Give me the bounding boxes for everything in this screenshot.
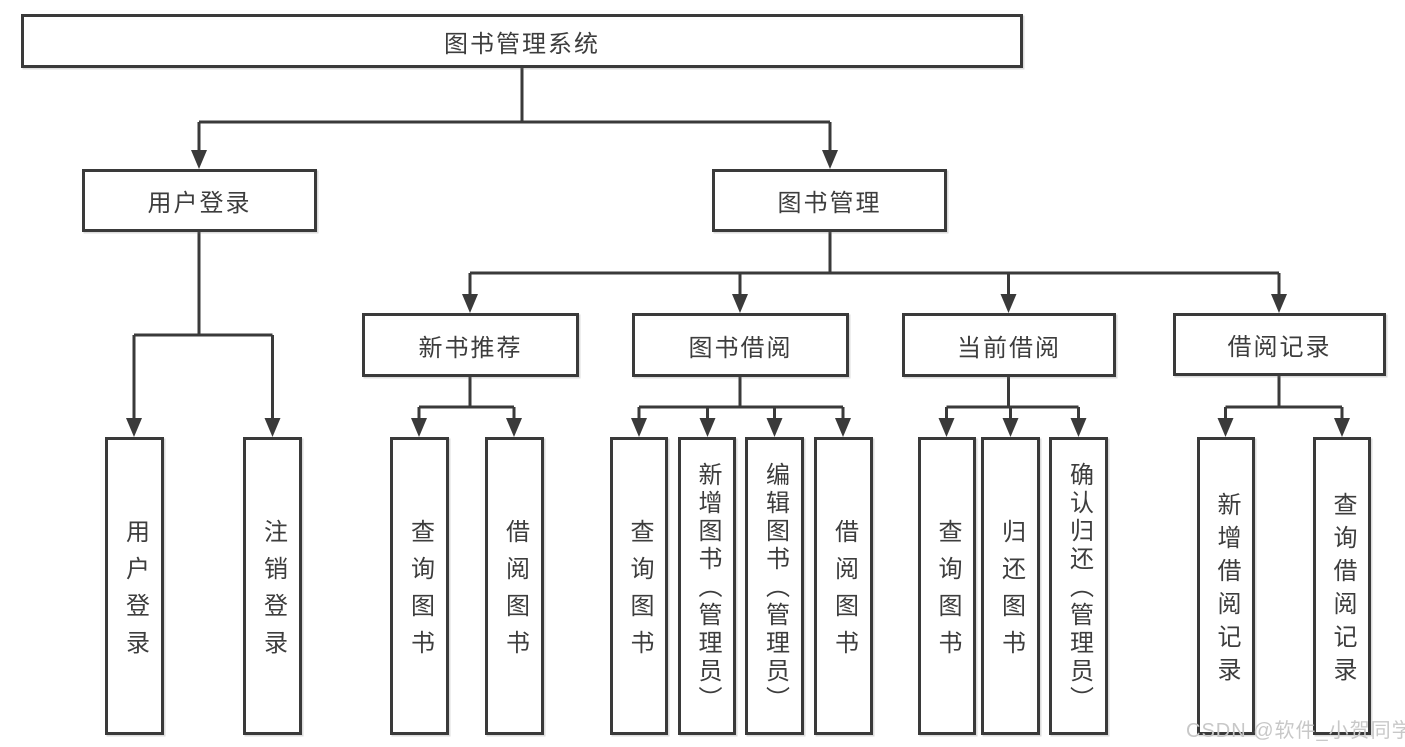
leaf-br-add-record-label: 新增借阅记录 xyxy=(1213,491,1240,690)
node-book-borrow-label: 图书借阅 xyxy=(688,334,793,362)
leaf-user-login-label: 用户登录 xyxy=(121,518,149,667)
node-user-login-label: 用户登录 xyxy=(147,190,252,217)
leaf-bb-query-book-label: 查询图书 xyxy=(626,518,653,667)
node-book-management-label: 图书管理 xyxy=(777,190,882,217)
leaf-br-add-record: 新增借阅记录 xyxy=(1197,437,1255,735)
leaf-bb-borrow-book-label: 借阅图书 xyxy=(830,518,858,667)
node-new-book-recommend: 新书推荐 xyxy=(362,313,579,377)
leaf-cb-confirm-return-admin: 确认归还（管理员） xyxy=(1049,437,1108,735)
node-library-system-label: 图书管理系统 xyxy=(444,30,600,58)
leaf-bb-edit-book-admin: 编辑图书（管理员） xyxy=(745,437,804,735)
leaf-rec-query-book-label: 查询图书 xyxy=(406,518,434,667)
leaf-cb-return-book: 归还图书 xyxy=(981,437,1040,735)
node-current-borrow-label: 当前借阅 xyxy=(957,334,1061,362)
leaf-user-login: 用户登录 xyxy=(105,437,164,735)
node-user-login: 用户登录 xyxy=(82,169,317,232)
leaf-rec-query-book: 查询图书 xyxy=(390,437,449,735)
leaf-br-query-record: 查询借阅记录 xyxy=(1313,437,1371,735)
csdn-watermark: CSDN @软件_小贺同学 xyxy=(1186,720,1405,742)
leaf-cb-confirm-return-admin-label: 确认归还（管理员） xyxy=(1065,462,1093,714)
leaf-cb-query-book-label: 查询图书 xyxy=(934,518,961,667)
leaf-cb-return-book-label: 归还图书 xyxy=(997,518,1025,667)
leaf-rec-borrow-book: 借阅图书 xyxy=(485,437,544,735)
node-book-management: 图书管理 xyxy=(712,169,947,232)
leaf-bb-add-book-admin: 新增图书（管理员） xyxy=(678,437,736,735)
leaf-bb-edit-book-admin-label: 编辑图书（管理员） xyxy=(761,462,789,714)
node-new-book-recommend-label: 新书推荐 xyxy=(418,334,523,362)
leaf-bb-borrow-book: 借阅图书 xyxy=(814,437,873,735)
leaf-bb-add-book-admin-label: 新增图书（管理员） xyxy=(694,462,721,714)
arrowheads xyxy=(126,150,1350,437)
leaf-rec-borrow-book-label: 借阅图书 xyxy=(501,518,529,667)
node-library-system: 图书管理系统 xyxy=(21,14,1023,68)
node-current-borrow: 当前借阅 xyxy=(902,313,1116,377)
node-book-borrow: 图书借阅 xyxy=(632,313,849,377)
leaf-cb-query-book: 查询图书 xyxy=(918,437,976,735)
node-borrow-record: 借阅记录 xyxy=(1173,313,1386,376)
node-borrow-record-label: 借阅记录 xyxy=(1227,334,1332,361)
leaf-br-query-record-label: 查询借阅记录 xyxy=(1329,491,1356,690)
leaf-logout: 注销登录 xyxy=(243,437,302,735)
leaf-bb-query-book: 查询图书 xyxy=(610,437,668,735)
leaf-logout-label: 注销登录 xyxy=(259,518,287,667)
